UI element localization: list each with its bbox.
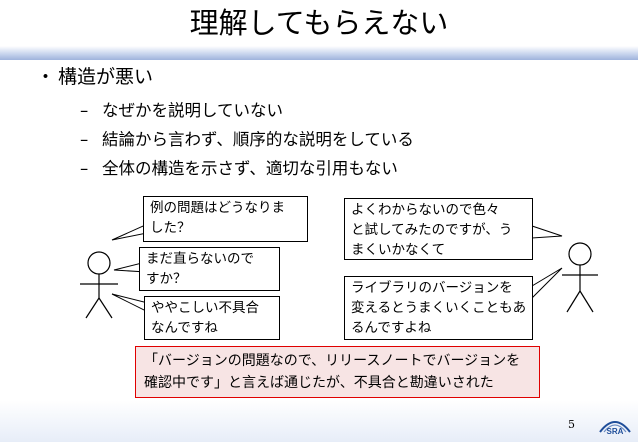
sra-logo-icon: SRA bbox=[599, 421, 631, 436]
title-underline bbox=[0, 46, 638, 60]
sub-bullet-1: –なぜかを説明していない bbox=[80, 100, 283, 122]
note-line: 確認中です」と言えば通じたが、不具合と勘違いされた bbox=[144, 375, 494, 391]
left-stick-figure-icon bbox=[80, 251, 118, 319]
sub-bullet-text: 全体の構造を示さず、適切な引用もない bbox=[102, 159, 398, 178]
sub-bullet-text: 結論から言わず、順序的な説明をしている bbox=[102, 130, 414, 149]
bubble-line: まくいかなくて bbox=[351, 242, 446, 258]
bubble-line: した？ bbox=[150, 220, 191, 236]
bubble-left-3: ややこしい不具合 なんですね bbox=[144, 296, 280, 340]
bubble-right-2: ライブラリのバージョンを 変えるとうまくいくこともあ るんですよね bbox=[344, 276, 533, 340]
bubble-line: るんですよね bbox=[351, 320, 432, 336]
bubble-line: なんですね bbox=[151, 320, 218, 336]
bullet-main-text: 構造が悪い bbox=[58, 66, 154, 88]
right-stick-figure-icon bbox=[562, 242, 598, 313]
bullet-main: ・構造が悪い bbox=[36, 64, 153, 90]
conclusion-note: 「バージョンの問題なので、リリースノートでバージョンを 確認中です」と言えば通じ… bbox=[135, 346, 540, 398]
bubble-right-1: よくわからないので色々 と試してみたのですが、う まくいかなくて bbox=[344, 198, 533, 260]
footer-band bbox=[0, 400, 638, 442]
bubble-line: よくわからないので色々 bbox=[351, 202, 500, 218]
bubble-line: 例の問題はどうなりま bbox=[150, 200, 285, 216]
logo-text: SRA bbox=[607, 427, 624, 436]
sub-bullet-2: –結論から言わず、順序的な説明をしている bbox=[80, 129, 414, 151]
pointer-right-1 bbox=[531, 225, 563, 239]
dash-marker: – bbox=[80, 130, 89, 149]
bubble-line: 変えるとうまくいくこともあ bbox=[351, 300, 527, 316]
bullet-marker: ・ bbox=[36, 66, 56, 88]
bubble-left-1: 例の問題はどうなりま した？ bbox=[143, 196, 308, 242]
dash-marker: – bbox=[80, 101, 89, 120]
dash-marker: – bbox=[80, 159, 89, 178]
slide-title: 理解してもらえない bbox=[189, 6, 449, 40]
page-number: 5 bbox=[568, 418, 575, 431]
pointer-right-2 bbox=[531, 267, 563, 300]
sub-bullet-text: なぜかを説明していない bbox=[102, 101, 284, 120]
bubble-line: まだ直らないので bbox=[146, 251, 254, 267]
bubble-line: ややこしい不具合 bbox=[151, 300, 259, 316]
bubble-line: すか？ bbox=[146, 271, 187, 287]
sub-bullet-3: –全体の構造を示さず、適切な引用もない bbox=[80, 158, 398, 180]
bubble-line: ライブラリのバージョンを bbox=[351, 280, 513, 296]
note-line: 「バージョンの問題なので、リリースノートでバージョンを bbox=[144, 353, 521, 369]
bubble-line: と試してみたのですが、う bbox=[351, 222, 513, 238]
bubble-left-2: まだ直らないので すか？ bbox=[139, 247, 280, 291]
